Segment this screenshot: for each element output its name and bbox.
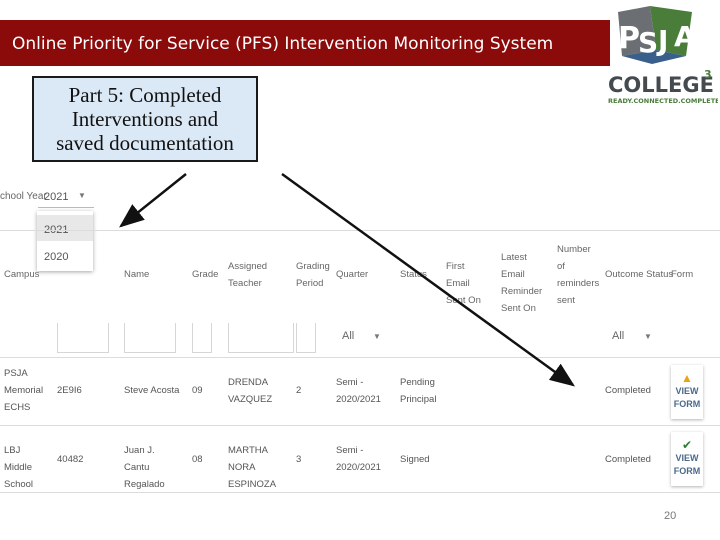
cell-student-id: 2E9I6 bbox=[57, 385, 82, 396]
grading-period-filter[interactable] bbox=[296, 323, 316, 353]
callout-text: Part 5: Completed Interventions and save… bbox=[34, 83, 256, 155]
school-year-menu: 2021 2020 bbox=[37, 211, 93, 271]
header-grade[interactable]: Grade bbox=[192, 269, 219, 280]
warning-icon: ▲ bbox=[681, 371, 693, 385]
cell-status: Pending Principal bbox=[400, 377, 437, 405]
header-outcome-status[interactable]: Outcome Status bbox=[605, 269, 674, 280]
header-campus[interactable]: Campus bbox=[4, 269, 40, 280]
svg-text:J: J bbox=[656, 24, 668, 57]
svg-text:READY.CONNECTED.COMPLETE.: READY.CONNECTED.COMPLETE. bbox=[608, 97, 718, 105]
svg-text:P: P bbox=[618, 21, 640, 56]
caret-down-icon: ▼ bbox=[644, 332, 652, 341]
student-id-filter[interactable] bbox=[57, 323, 109, 353]
cell-teacher: DRENDA VAZQUEZ bbox=[228, 377, 273, 405]
header-reminders-count[interactable]: Number of reminders sent bbox=[557, 244, 600, 306]
banner-title: Online Priority for Service (PFS) Interv… bbox=[12, 34, 554, 54]
cell-teacher: MARTHA NORA ESPINOZA bbox=[228, 445, 277, 490]
school-year-option[interactable]: 2021 bbox=[37, 215, 93, 241]
header-first-email[interactable]: First Email Sent On bbox=[446, 261, 481, 306]
callout-line: Interventions and bbox=[71, 107, 219, 131]
callout-box: Part 5: Completed Interventions and save… bbox=[32, 76, 258, 162]
outcome-filter[interactable]: All bbox=[612, 330, 625, 342]
header-name[interactable]: Name bbox=[124, 269, 150, 280]
grade-filter[interactable] bbox=[192, 323, 212, 353]
intervention-app: chool Year 2021 ▼ 2021 2020 Campus Name … bbox=[0, 180, 720, 510]
name-filter[interactable] bbox=[124, 323, 176, 353]
school-year-option[interactable]: 2020 bbox=[44, 251, 69, 263]
svg-text:3: 3 bbox=[704, 68, 712, 81]
cell-name: Juan J. Cantu Regalado bbox=[124, 445, 165, 490]
cell-campus: LBJ Middle School bbox=[4, 445, 34, 490]
view-form-button[interactable]: ▲ VIEW FORM bbox=[671, 365, 703, 419]
callout-line: saved documentation bbox=[56, 131, 234, 155]
page-number: 20 bbox=[664, 510, 677, 522]
svg-text:A: A bbox=[674, 20, 696, 53]
check-shield-icon: ✔ bbox=[681, 438, 693, 452]
table-top-divider bbox=[0, 230, 720, 231]
cell-grading-period: 3 bbox=[296, 454, 302, 465]
cell-grading-period: 2 bbox=[296, 385, 302, 396]
view-form-label: VIEW FORM bbox=[673, 386, 701, 409]
title-banner: Online Priority for Service (PFS) Interv… bbox=[0, 20, 610, 66]
svg-text:S: S bbox=[638, 26, 658, 59]
psja-college-logo: P S J A COLLEGE 3 READY.CONNECTED.COMPLE… bbox=[608, 6, 718, 105]
school-year-select[interactable]: 2021 ▼ bbox=[38, 183, 94, 208]
cell-quarter: Semi - 2020/2021 bbox=[336, 377, 381, 405]
cell-campus: PSJA Memorial ECHS bbox=[4, 368, 44, 413]
header-latest-email[interactable]: Latest Email Reminder Sent On bbox=[501, 252, 543, 314]
view-form-button[interactable]: ✔ VIEW FORM bbox=[671, 432, 703, 486]
header-grading-period[interactable]: Grading Period bbox=[296, 261, 330, 289]
teacher-filter[interactable] bbox=[228, 323, 294, 353]
header-quarter[interactable]: Quarter bbox=[336, 269, 369, 280]
row-divider bbox=[0, 357, 720, 358]
caret-down-icon: ▼ bbox=[373, 332, 381, 341]
svg-text:COLLEGE: COLLEGE bbox=[608, 73, 714, 97]
quarter-filter[interactable]: All bbox=[342, 330, 355, 342]
cell-student-id: 40482 bbox=[57, 454, 84, 465]
table-bottom-divider bbox=[0, 492, 720, 493]
row-divider bbox=[0, 425, 720, 426]
school-year-value: 2021 bbox=[44, 191, 69, 203]
cell-quarter: Semi - 2020/2021 bbox=[336, 445, 381, 473]
cell-status: Signed bbox=[400, 454, 430, 465]
cell-outcome: Completed bbox=[605, 385, 651, 396]
school-year-label: chool Year bbox=[0, 191, 47, 202]
header-assigned-teacher[interactable]: Assigned Teacher bbox=[228, 261, 268, 289]
cell-outcome: Completed bbox=[605, 454, 651, 465]
callout-line: Part 5: Completed bbox=[68, 83, 222, 107]
caret-down-icon: ▼ bbox=[78, 191, 86, 200]
header-form[interactable]: Form bbox=[671, 269, 694, 280]
cell-grade: 09 bbox=[192, 385, 203, 396]
cell-name: Steve Acosta bbox=[124, 385, 180, 396]
view-form-label: VIEW FORM bbox=[673, 453, 701, 476]
cell-grade: 08 bbox=[192, 454, 203, 465]
header-status[interactable]: Status bbox=[400, 269, 427, 280]
